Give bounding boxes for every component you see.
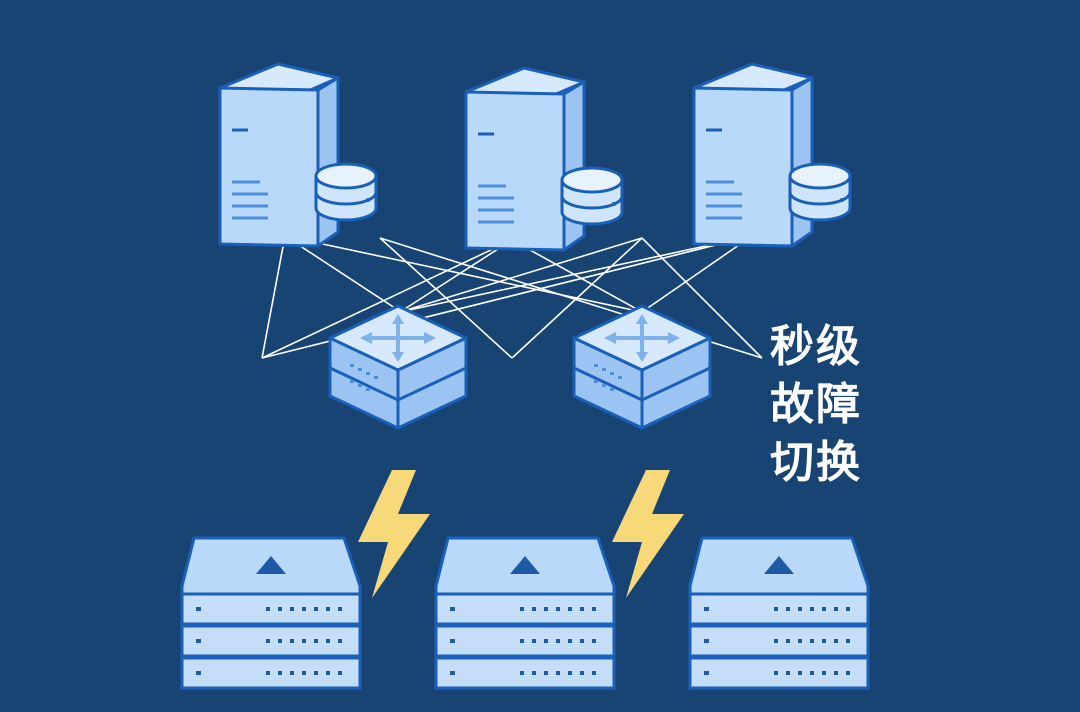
caption-line: 切换 <box>770 437 862 488</box>
server-2 <box>464 66 624 252</box>
switch-icon <box>572 304 712 430</box>
server-tower-icon <box>692 62 852 248</box>
server-1 <box>218 62 378 248</box>
caption-line: 秒级 <box>770 321 862 372</box>
switch-icon <box>328 304 468 430</box>
storage-array-icon <box>180 536 362 690</box>
storage-array-icon <box>434 536 616 690</box>
server-tower-icon <box>218 62 378 248</box>
network-links <box>261 235 763 359</box>
lightning-icon <box>358 470 430 598</box>
switch-1 <box>328 304 468 430</box>
failover-caption: 秒级 故障 切换 <box>770 318 880 492</box>
switch-2 <box>572 304 712 430</box>
server-tower-icon <box>464 66 624 252</box>
lightning-icon <box>612 470 684 598</box>
storage-1 <box>180 536 362 690</box>
storage-3 <box>688 536 870 690</box>
storage-array-icon <box>688 536 870 690</box>
storage-2 <box>434 536 616 690</box>
server-3 <box>692 62 852 248</box>
caption-line: 故障 <box>770 379 862 430</box>
